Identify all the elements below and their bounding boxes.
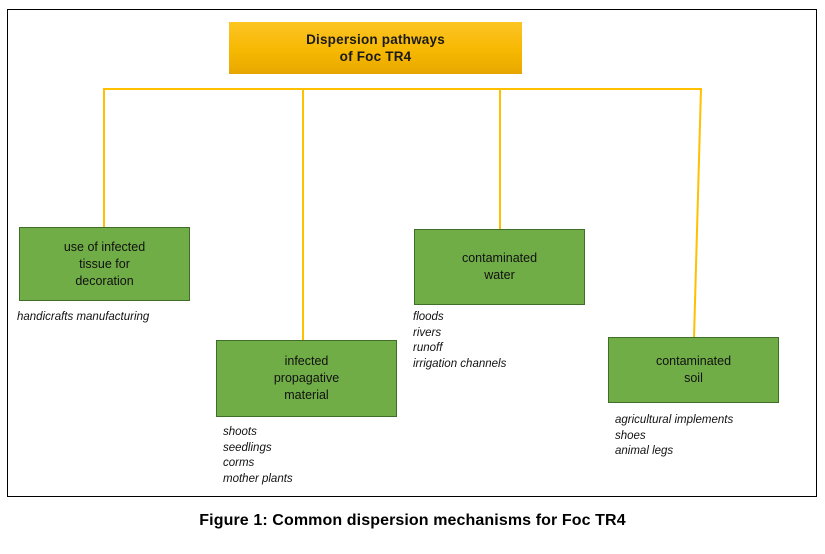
root-node-line2: of Foc TR4: [339, 49, 412, 64]
detail-list-soil: agricultural implements shoes animal leg…: [615, 413, 733, 460]
node-soil-line1: contaminated: [655, 354, 732, 368]
node-contaminated-soil[interactable]: contaminated soil: [608, 337, 779, 403]
node-use-of-infected-tissue[interactable]: use of infected tissue for decoration: [19, 227, 190, 301]
node-decoration-line1: use of infected: [63, 239, 146, 254]
detail-item: agricultural implements: [615, 414, 734, 426]
detail-item: corms: [223, 457, 255, 469]
detail-item: animal legs: [615, 445, 674, 457]
node-contaminated-water[interactable]: contaminated water: [414, 229, 585, 305]
detail-item: rivers: [413, 326, 442, 339]
detail-item: seedlings: [223, 441, 272, 454]
node-decoration-line3: decoration: [75, 273, 134, 288]
node-propagative-line3: material: [284, 388, 329, 402]
detail-item: floods: [413, 311, 444, 323]
detail-item: shoes: [615, 429, 646, 442]
node-soil-line2: soil: [684, 371, 703, 385]
root-node-dispersion-pathways[interactable]: Dispersion pathways of Foc TR4: [229, 22, 522, 74]
node-propagative-line2: propagative: [273, 371, 340, 385]
node-label-soil: contaminated soil: [656, 353, 731, 387]
root-node-label: Dispersion pathways of Foc TR4: [306, 31, 445, 65]
detail-item: runoff: [413, 342, 443, 354]
figure-caption: Figure 1: Common dispersion mechanisms f…: [199, 512, 626, 529]
node-label-propagative: infected propagative material: [274, 353, 339, 404]
node-label-water: contaminated water: [462, 250, 537, 284]
root-node-line1: Dispersion pathways: [306, 32, 445, 47]
detail-list-decoration: handicrafts manufacturing: [17, 310, 149, 326]
detail-item: handicrafts manufacturing: [17, 311, 150, 323]
node-decoration-line2: tissue for: [79, 256, 130, 271]
detail-list-propagative: shoots seedlings corms mother plants: [223, 425, 293, 487]
node-water-line2: water: [484, 268, 515, 282]
node-water-line1: contaminated: [461, 251, 538, 265]
node-infected-propagative-material[interactable]: infected propagative material: [216, 340, 397, 417]
detail-item: mother plants: [223, 472, 293, 485]
node-propagative-line1: infected: [284, 354, 329, 368]
detail-item: shoots: [223, 426, 257, 438]
detail-list-water: floods rivers runoff irrigation channels: [413, 310, 506, 372]
detail-item: irrigation channels: [413, 357, 507, 370]
node-label-decoration: use of infected tissue for decoration: [64, 239, 145, 290]
